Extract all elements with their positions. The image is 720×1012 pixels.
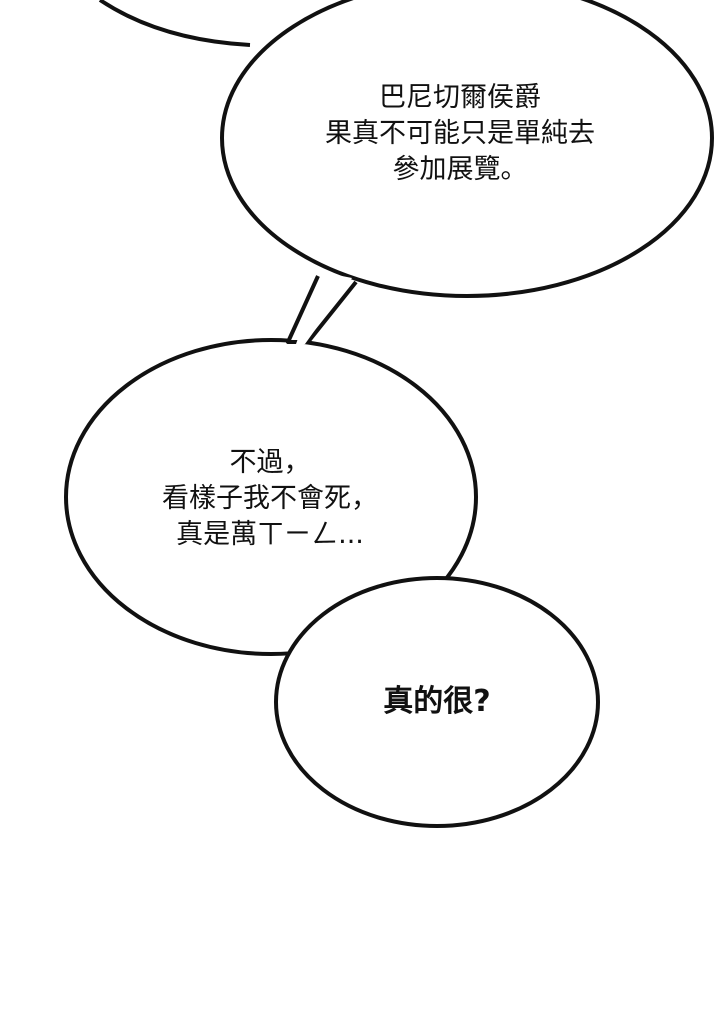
top-bubble — [220, 0, 714, 298]
text-line: 真的很? — [383, 684, 491, 719]
text-line: 看樣子我不會死， — [162, 483, 378, 514]
middle-bubble — [64, 338, 478, 656]
text-line: 參加展覽。 — [392, 154, 528, 185]
text-line: 巴尼切爾侯爵 — [379, 82, 541, 113]
text-line: 果真不可能只是單純去 — [325, 118, 595, 149]
bottom-bubble-text: 真的很? — [337, 684, 537, 720]
text-line: 真是萬ㄒㄧㄥ... — [176, 519, 364, 550]
bottom-bubble — [274, 576, 600, 828]
middle-bubble-text: 不過， 看樣子我不會死， 真是萬ㄒㄧㄥ... — [110, 445, 430, 553]
top-bubble-text: 巴尼切爾侯爵 果真不可能只是單純去 參加展覽。 — [290, 80, 630, 188]
offscreen-bubble-edge — [98, 0, 251, 47]
text-line: 不過， — [229, 447, 311, 478]
